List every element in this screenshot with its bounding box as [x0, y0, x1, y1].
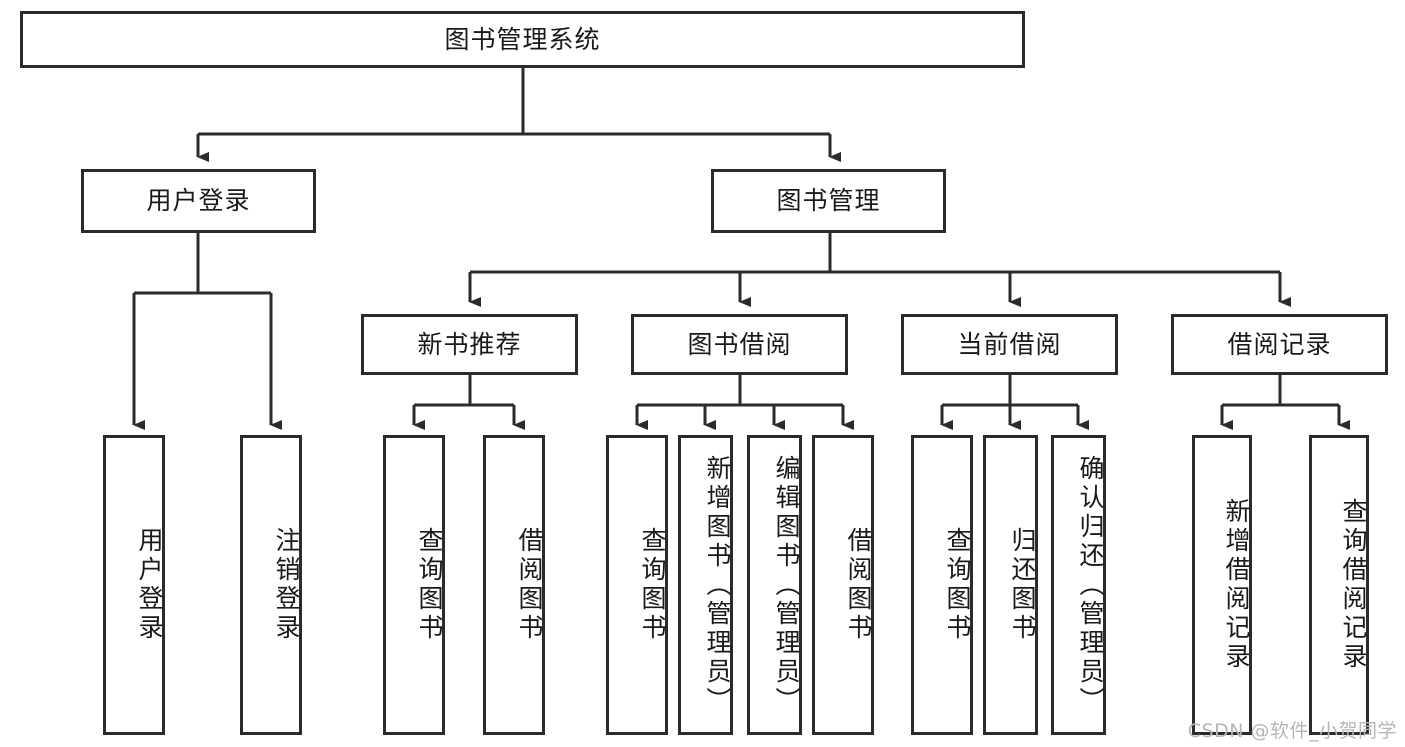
leaf-records-add-label: 新增借阅记录: [1222, 498, 1251, 672]
leaf-new-book-query[interactable]: 查询图书: [383, 435, 445, 735]
leaf-borrow-edit-book-admin-label: 编辑图书（管理员）: [772, 454, 801, 716]
leaf-new-book-borrow-label: 借阅图书: [515, 527, 544, 643]
node-book-management[interactable]: 图书管理: [711, 169, 946, 233]
node-book-borrow[interactable]: 图书借阅: [631, 314, 848, 375]
node-user-login-label: 用户登录: [146, 186, 251, 215]
node-user-login[interactable]: 用户登录: [81, 169, 316, 233]
node-new-book-recommend[interactable]: 新书推荐: [361, 314, 578, 375]
node-new-book-recommend-label: 新书推荐: [417, 329, 522, 359]
leaf-user-login-signin-label: 用户登录: [135, 527, 164, 643]
node-root-label: 图书管理系统: [444, 24, 601, 54]
leaf-borrow-add-book-admin-label: 新增图书（管理员）: [703, 454, 732, 716]
leaf-user-login-signout[interactable]: 注销登录: [240, 435, 302, 735]
leaf-borrow-add-book-admin[interactable]: 新增图书（管理员）: [678, 435, 733, 735]
leaf-borrow-query[interactable]: 查询图书: [606, 435, 668, 735]
leaf-records-query-label: 查询借阅记录: [1339, 498, 1368, 672]
leaf-user-login-signin[interactable]: 用户登录: [103, 435, 165, 735]
leaf-records-add[interactable]: 新增借阅记录: [1192, 435, 1252, 735]
node-current-borrow-label: 当前借阅: [957, 329, 1062, 359]
leaf-borrow-edit-book-admin[interactable]: 编辑图书（管理员）: [747, 435, 802, 735]
leaf-current-return-label: 归还图书: [1008, 527, 1037, 643]
leaf-current-query-label: 查询图书: [943, 527, 972, 643]
node-borrow-records-label: 借阅记录: [1227, 329, 1332, 359]
leaf-current-return[interactable]: 归还图书: [983, 435, 1038, 735]
node-book-management-label: 图书管理: [776, 186, 881, 215]
node-root[interactable]: 图书管理系统: [20, 11, 1025, 68]
leaf-borrow-borrow-book-label: 借阅图书: [844, 527, 873, 643]
leaf-records-query[interactable]: 查询借阅记录: [1309, 435, 1369, 735]
leaf-user-login-signout-label: 注销登录: [272, 527, 301, 643]
leaf-new-book-query-label: 查询图书: [415, 527, 444, 643]
leaf-current-query[interactable]: 查询图书: [911, 435, 973, 735]
node-borrow-records[interactable]: 借阅记录: [1171, 314, 1388, 375]
leaf-current-confirm-return-admin-label: 确认归还（管理员）: [1076, 454, 1105, 716]
leaf-new-book-borrow[interactable]: 借阅图书: [483, 435, 545, 735]
leaf-borrow-borrow-book[interactable]: 借阅图书: [812, 435, 874, 735]
node-current-borrow[interactable]: 当前借阅: [901, 314, 1118, 375]
leaf-borrow-query-label: 查询图书: [638, 527, 667, 643]
leaf-current-confirm-return-admin[interactable]: 确认归还（管理员）: [1051, 435, 1106, 735]
node-book-borrow-label: 图书借阅: [687, 329, 792, 359]
watermark: CSDN @软件_小贺同学: [1187, 720, 1397, 742]
